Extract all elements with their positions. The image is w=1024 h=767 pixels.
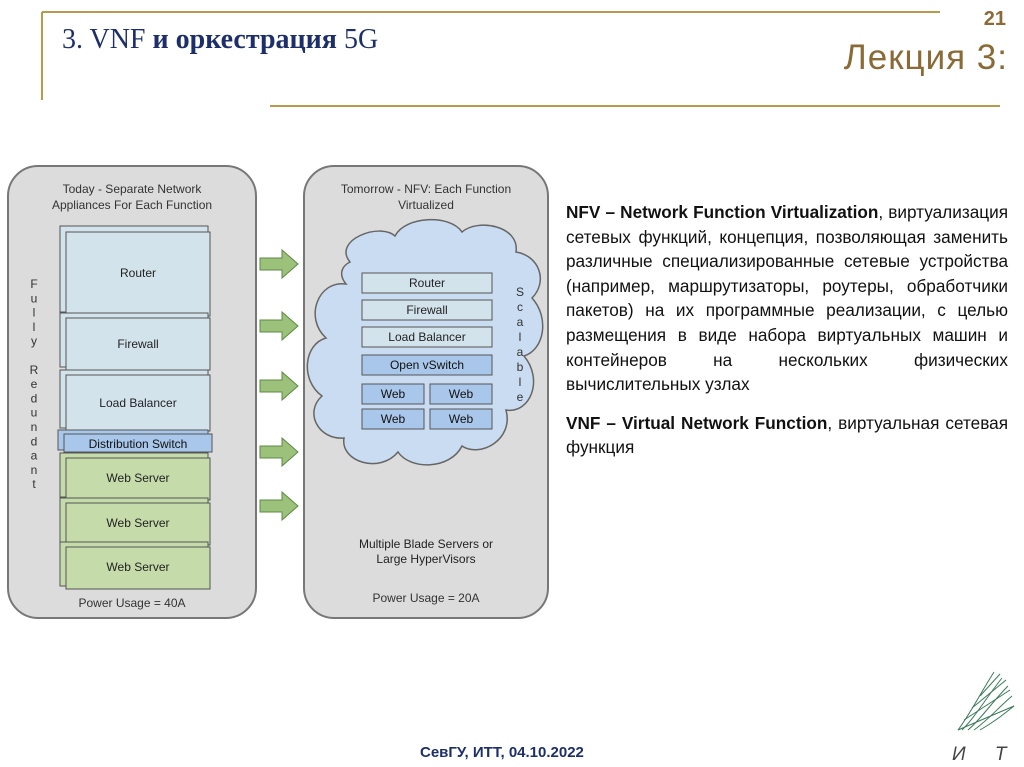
right-side-label-letter: b [517, 360, 524, 374]
page-number: 21 [983, 8, 1006, 30]
arrow-icon [259, 248, 299, 280]
vnf-description: , виртуальная сетевая функция [566, 412, 1008, 458]
v-firewall-label: Firewall [406, 303, 447, 317]
arrow-icon [259, 490, 299, 522]
v-web-label-3: Web [381, 412, 406, 426]
v-web-box-3 [361, 408, 425, 430]
arrow-icon [259, 436, 299, 468]
left-side-label-letter: l [33, 320, 36, 334]
v-open-vswitch-label: Open vSwitch [390, 358, 464, 372]
left-power-usage: Power Usage = 40A [78, 596, 185, 610]
right-side-label-letter: e [517, 390, 524, 404]
nfv-description: , виртуализация сетевых функций, концепц… [566, 202, 1009, 395]
router-box [65, 231, 211, 317]
right-side-label-letter: l [519, 330, 522, 344]
v-web-box-2 [429, 383, 493, 405]
v-web-box-1 [361, 383, 425, 405]
left-side-label-letter: a [31, 449, 38, 463]
servers-line1: Multiple Blade Servers or [359, 537, 493, 551]
left-side-label-letter: n [31, 420, 38, 434]
arrow-icon [259, 310, 299, 342]
title-prefix: 3. VNF [62, 24, 146, 55]
v-web-label-1: Web [381, 387, 406, 401]
web-server-1-box [65, 457, 211, 501]
lecture-label: Лекция 3: [843, 38, 1008, 77]
nfv-diagram: Today - Separate Network Appliances For … [7, 165, 549, 619]
right-side-label-letter: a [517, 315, 524, 329]
web-server-1-label: Web Server [106, 471, 169, 485]
v-load-balancer-box [361, 326, 493, 348]
web-server-3-box [65, 546, 211, 590]
arrow-icon [259, 370, 299, 402]
v-open-vswitch-box [361, 354, 493, 376]
left-side-label-letter: l [33, 306, 36, 320]
v-web-label-4: Web [449, 412, 474, 426]
right-heading-line1: Tomorrow - NFV: Each Function [341, 182, 511, 196]
vnf-term: VNF – Virtual Network Function [566, 412, 828, 433]
left-side-label-letter: R [30, 363, 39, 377]
v-router-label: Router [409, 276, 445, 290]
v-web-label-2: Web [449, 387, 474, 401]
distribution-switch-box [63, 433, 213, 453]
definitions-text: NFV – Network Function Virtualization, в… [566, 200, 1008, 474]
v-firewall-box [361, 299, 493, 321]
load-balancer-box [65, 374, 211, 432]
left-side-label-letter: t [32, 477, 36, 491]
left-side-label-letter: u [31, 291, 38, 305]
router-label: Router [120, 266, 156, 280]
left-side-label-letter: n [31, 463, 38, 477]
left-side-label-letter: y [31, 334, 37, 348]
web-server-2-label: Web Server [106, 516, 169, 530]
nfv-term: NFV – Network Function Virtualization [566, 202, 879, 222]
footer-logo-text: И Т Т [952, 744, 1024, 765]
title-bold: и оркестрация [145, 24, 344, 55]
left-side-label-letter: u [31, 406, 38, 420]
left-side-label-letter: e [31, 377, 38, 391]
left-heading-line2: Appliances For Each Function [52, 198, 212, 212]
right-side-label-letter: a [517, 345, 524, 359]
load-balancer-label: Load Balancer [99, 396, 176, 410]
distribution-switch-label: Distribution Switch [89, 437, 188, 451]
vnf-definition: VNF – Virtual Network Function, виртуаль… [566, 411, 1008, 460]
web-server-2-box [65, 502, 211, 546]
mesh-wing-icon [957, 671, 1015, 731]
right-power-usage: Power Usage = 20A [372, 591, 479, 605]
servers-line2: Large HyperVisors [376, 552, 475, 566]
right-side-label-letter: l [519, 375, 522, 389]
firewall-label: Firewall [117, 337, 158, 351]
slide-title: 3. VNF и оркестрация 5G [62, 24, 378, 56]
left-side-label-letter: d [31, 434, 38, 448]
v-web-box-4 [429, 408, 493, 430]
left-heading-line1: Today - Separate Network [63, 182, 203, 196]
footer-text: СевГУ, ИТТ, 04.10.2022 [420, 744, 584, 761]
web-server-3-label: Web Server [106, 560, 169, 574]
v-load-balancer-label: Load Balancer [388, 330, 465, 344]
right-side-label-letter: S [516, 285, 524, 299]
nfv-definition: NFV – Network Function Virtualization, в… [566, 200, 1008, 397]
right-side-label-letter: c [517, 300, 523, 314]
left-side-label-letter: F [30, 277, 37, 291]
title-suffix: 5G [343, 24, 379, 55]
v-router-box [361, 272, 493, 294]
right-heading-line2: Virtualized [398, 198, 454, 212]
left-side-label-letter: d [31, 391, 38, 405]
